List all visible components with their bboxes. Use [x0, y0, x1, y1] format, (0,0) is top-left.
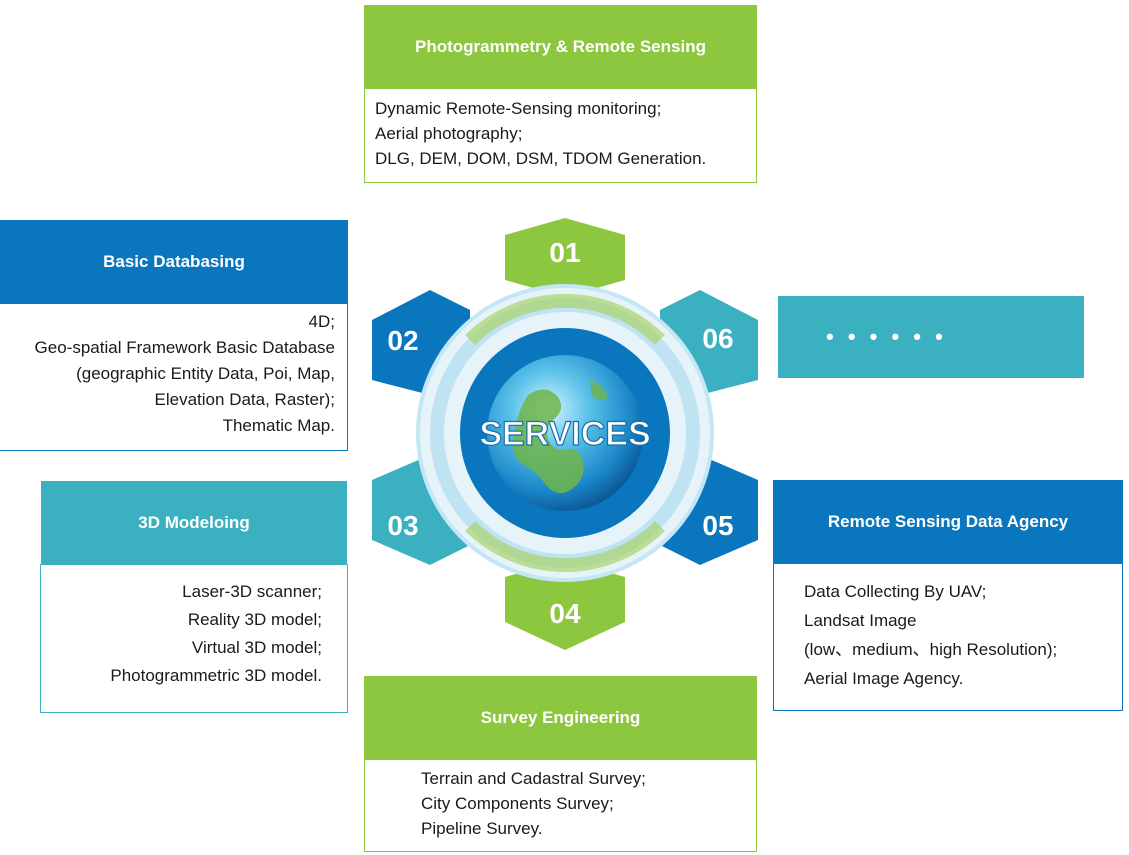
more-placeholder-box: • • • • • • — [778, 296, 1084, 378]
photogrammetry-title: Photogrammetry & Remote Sensing — [415, 36, 706, 56]
continent-shape — [513, 389, 584, 494]
modeling-3d-line: Photogrammetric 3D model. — [110, 666, 322, 685]
hex-02-label: 02 — [387, 325, 418, 356]
modeling-3d-line: Virtual 3D model; — [191, 638, 322, 657]
basic-databasing-header: Basic Databasing — [0, 220, 348, 303]
remote-sensing-agency-line: (low、medium、high Resolution); — [804, 640, 1058, 659]
ellipsis-label: • • • • • • — [826, 324, 947, 349]
remote-sensing-agency-line: Landsat Image — [804, 611, 917, 630]
remote-sensing-agency-body: Data Collecting By UAV; Landsat Image (l… — [773, 563, 1123, 711]
modeling-3d-line: Laser-3D scanner; — [182, 582, 322, 601]
green-arc-top — [465, 293, 665, 346]
survey-engineering-line: City Components Survey; — [421, 794, 614, 813]
photogrammetry-header: Photogrammetry & Remote Sensing — [364, 5, 757, 88]
survey-engineering-line: Pipeline Survey. — [421, 819, 543, 838]
photogrammetry-line: Aerial photography; — [375, 124, 523, 143]
survey-engineering-body: Terrain and Cadastral Survey; City Compo… — [364, 759, 757, 852]
services-label: SERVICES — [479, 415, 650, 453]
remote-sensing-agency-line: Aerial Image Agency. — [804, 669, 964, 688]
photogrammetry-line: DLG, DEM, DOM, DSM, TDOM Generation. — [375, 149, 707, 168]
hex-01: 01 — [505, 218, 625, 297]
basic-databasing-line: Elevation Data, Raster); — [154, 390, 335, 409]
basic-databasing-line: 4D; — [308, 312, 335, 331]
modeling-3d-body: Laser-3D scanner; Reality 3D model; Virt… — [40, 564, 348, 713]
photogrammetry-body: Dynamic Remote-Sensing monitoring; Aeria… — [364, 88, 757, 183]
survey-engineering-line: Terrain and Cadastral Survey; — [421, 769, 646, 788]
basic-databasing-body: 4D; Geo-spatial Framework Basic Database… — [0, 303, 348, 451]
hex-01-label: 01 — [549, 237, 580, 268]
modeling-3d-header: 3D Modeloing — [41, 481, 347, 564]
green-arc-bottom — [465, 520, 665, 573]
survey-engineering-title: Survey Engineering — [480, 707, 641, 727]
basic-databasing-line: (geographic Entity Data, Poi, Map, — [76, 364, 335, 383]
basic-databasing-line: Thematic Map. — [222, 416, 335, 435]
basic-databasing-title: Basic Databasing — [103, 251, 245, 271]
survey-engineering-header: Survey Engineering — [364, 676, 757, 759]
remote-sensing-agency-header: Remote Sensing Data Agency — [773, 480, 1123, 563]
hex-06-label: 06 — [702, 323, 733, 354]
modeling-3d-line: Reality 3D model; — [187, 610, 322, 629]
hex-05-label: 05 — [702, 510, 733, 541]
basic-databasing-line: Geo-spatial Framework Basic Database — [34, 338, 335, 357]
modeling-3d-title: 3D Modeloing — [138, 512, 250, 532]
hex-03-label: 03 — [387, 510, 418, 541]
hex-04-label: 04 — [549, 598, 581, 629]
photogrammetry-line: Dynamic Remote-Sensing monitoring; — [375, 99, 662, 118]
hex-04: 04 — [505, 560, 625, 650]
remote-sensing-agency-line: Data Collecting By UAV; — [804, 582, 987, 601]
remote-sensing-agency-title: Remote Sensing Data Agency — [827, 511, 1069, 531]
